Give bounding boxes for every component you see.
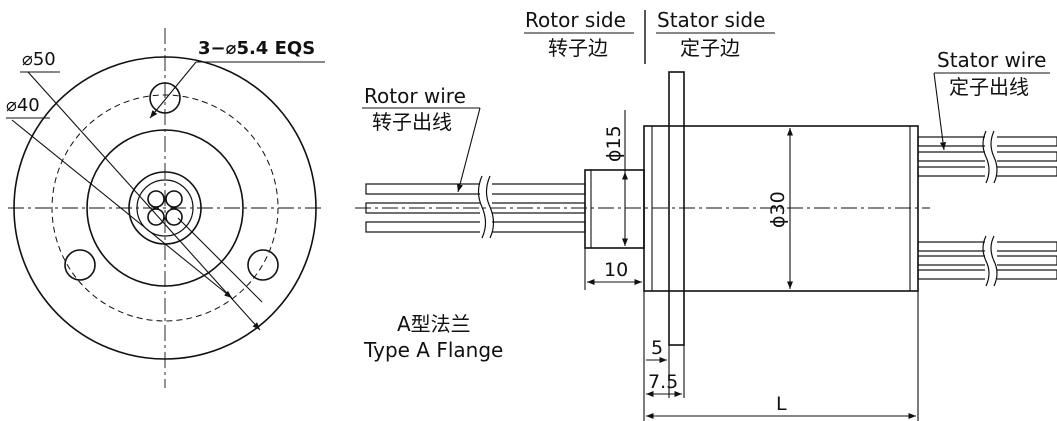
wire-hole-3 [147,208,165,226]
dim-flange-thk-label: 5 [651,337,664,359]
holes-note: 3−⌀5.4 EQS [198,38,316,59]
leader-d40 [11,119,233,299]
dim-body-label: ϕ30 [767,191,789,228]
wire-hole-4 [165,208,183,226]
side-view [355,10,1057,421]
rotor-side-label: Rotor side [525,8,626,32]
flange [668,71,685,346]
rotor-side-cn-label: 转子边 [548,36,608,60]
dim-outer-label: ⌀50 [22,49,56,70]
stator-wires-bottom [917,235,1057,287]
stator-side-cn-label: 定子边 [680,36,740,60]
mount-hole-right [247,249,279,281]
leader-rotor-wire [456,107,481,193]
stator-wire-label: Stator wire [937,48,1047,72]
rotor-wires [365,175,586,239]
flange-type-label: Type A Flange [364,338,504,362]
wire-hole-1 [147,190,165,208]
stator-wire-cn-label: 定子出线 [949,75,1029,99]
wire-hole-2 [165,190,183,208]
rotor-wire-cn-label: 转子出线 [372,110,452,134]
dim-flange-off-label: 7.5 [648,371,679,393]
dim-shaft-label: ϕ15 [603,125,625,162]
dim-pitch-label: ⌀40 [6,95,40,116]
shaft [584,169,645,249]
leader-holes [149,61,197,119]
leader-stator-wire [933,72,947,151]
dim-shaft-len-label: 10 [604,259,629,281]
mount-hole-left [64,249,96,281]
leader-center [177,217,263,303]
stator-side-label: Stator side [657,8,766,32]
front-view [6,28,325,388]
flange-type-cn-label: A型法兰 [397,312,471,336]
rotor-wire-label: Rotor wire [364,84,466,108]
dim-length-label: L [776,393,787,415]
stator-wires-top [917,130,1057,184]
leader-d50 [27,71,261,331]
